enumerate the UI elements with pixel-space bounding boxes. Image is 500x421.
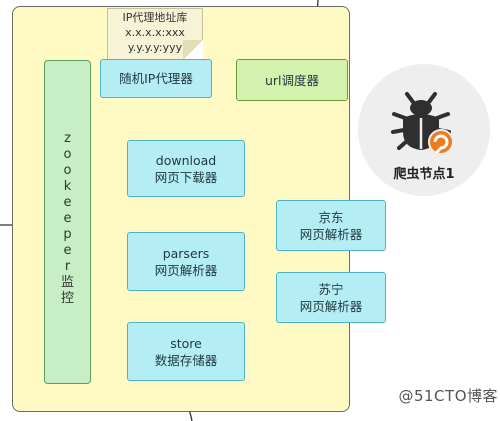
url-scheduler-label: url调度器 bbox=[264, 72, 320, 88]
proxy-note-line-2: y.y.y.y:yyy bbox=[127, 41, 183, 54]
suning-parser-name: 苏宁 bbox=[318, 281, 344, 297]
zk-char: o bbox=[63, 163, 72, 178]
jd-parser-name: 京东 bbox=[318, 209, 344, 225]
bug-icon bbox=[391, 92, 454, 155]
proxy-address-note: IP代理地址库 x.x.x.x:xxx y.y.y.y:yyy bbox=[107, 8, 203, 60]
url-scheduler-box: url调度器 bbox=[236, 59, 348, 101]
zk-char: k bbox=[63, 179, 72, 194]
random-ip-proxy-box: 随机IP代理器 bbox=[100, 59, 212, 98]
download-label-en: download bbox=[155, 152, 217, 168]
zk-char: e bbox=[63, 195, 72, 210]
parsers-label-cn: 网页解析器 bbox=[154, 262, 218, 278]
zk-char: z bbox=[64, 131, 71, 146]
proxy-note-line-1: x.x.x.x:xxx bbox=[125, 26, 185, 39]
crawler-node-badge: 爬虫节点1 bbox=[358, 64, 490, 196]
parsers-box: parsers 网页解析器 bbox=[127, 232, 245, 291]
crawler-node-label: 爬虫节点1 bbox=[393, 167, 455, 182]
zk-char: p bbox=[63, 227, 72, 242]
zk-char: r bbox=[64, 259, 71, 274]
store-box: store 数据存储器 bbox=[127, 322, 245, 381]
zk-char: o bbox=[63, 147, 72, 162]
jd-parser-label: 网页解析器 bbox=[299, 226, 363, 242]
jd-parser-box: 京东 网页解析器 bbox=[276, 200, 386, 251]
suning-parser-box: 苏宁 网页解析器 bbox=[276, 272, 386, 323]
download-label-cn: 网页下载器 bbox=[154, 169, 218, 185]
store-label-en: store bbox=[170, 335, 202, 351]
zk-char: e bbox=[63, 243, 72, 258]
zk-char: 监 bbox=[60, 275, 74, 290]
watermark: @51CTO博客 bbox=[398, 387, 498, 405]
parsers-label-en: parsers bbox=[162, 245, 210, 261]
proxy-note-title: IP代理地址库 bbox=[122, 11, 188, 24]
zk-char: 控 bbox=[60, 291, 74, 306]
download-box: download 网页下载器 bbox=[127, 140, 245, 197]
store-label-cn: 数据存储器 bbox=[154, 352, 218, 368]
suning-parser-label: 网页解析器 bbox=[299, 298, 363, 314]
zookeeper-label: z o o k e e p e r 监 控 bbox=[45, 131, 90, 307]
random-ip-proxy-label: 随机IP代理器 bbox=[119, 71, 193, 86]
zookeeper-monitor: z o o k e e p e r 监 控 bbox=[44, 60, 91, 384]
zk-char: e bbox=[63, 211, 72, 226]
